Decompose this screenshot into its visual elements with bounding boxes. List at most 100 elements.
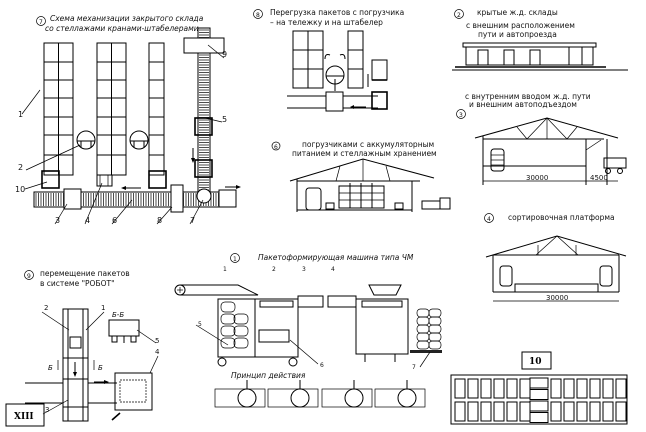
svg-text:2: 2 (457, 12, 461, 19)
label-9: 9 (222, 50, 227, 59)
svg-text:1: 1 (101, 304, 105, 312)
svg-text:1: 1 (233, 256, 237, 263)
svg-text:пути и автопроезда: пути и автопроезда (478, 30, 557, 39)
label-2: 2 (18, 163, 23, 172)
caption-line-2: со стеллажами кранами-штабелерами (45, 24, 199, 33)
svg-text:4: 4 (155, 348, 160, 356)
section-7-scheme: 7 Схема механизации закрытого склада со … (15, 14, 241, 225)
svg-text:6: 6 (274, 144, 278, 151)
principle-step (214, 388, 266, 408)
caption-line-1: Схема механизации закрытого склада (50, 14, 204, 23)
grid-cell (589, 378, 601, 399)
section-marker-7 (36, 16, 46, 26)
svg-text:10: 10 (529, 357, 542, 367)
bag (233, 337, 249, 349)
pallet (148, 170, 167, 189)
pallet-on-conveyor (194, 117, 213, 136)
bag (416, 308, 430, 318)
svg-text:30000: 30000 (526, 174, 548, 182)
grid-cell (519, 401, 531, 422)
label-10: 10 (15, 185, 25, 194)
bag (428, 324, 442, 334)
label-3: 3 (55, 216, 60, 225)
principle-step (374, 388, 426, 408)
svg-text:4500: 4500 (590, 174, 608, 182)
grid-cell (480, 401, 492, 422)
cart (325, 91, 344, 112)
rack-3 (148, 42, 165, 176)
transfer-cart-4 (96, 174, 113, 187)
grid-cell (506, 401, 518, 422)
svg-text:3: 3 (45, 406, 49, 414)
svg-text:питанием и стеллажным хранение: питанием и стеллажным хранением (292, 149, 437, 158)
svg-text:2: 2 (44, 304, 48, 312)
section-2-covered-rail: 2 крытые ж.д. склады с внешним расположе… (452, 8, 628, 71)
label-1: 1 (18, 110, 23, 119)
label-7: 7 (190, 216, 195, 225)
marker-text: 7 (39, 19, 43, 26)
grid-aisle-cell (529, 412, 549, 423)
grid-cell (493, 378, 505, 399)
svg-text:XIII: XIII (14, 412, 34, 422)
label-6: 6 (112, 216, 117, 225)
grid-cell (454, 378, 466, 399)
svg-text:погрузчиками с аккумуляторным: погрузчиками с аккумуляторным (302, 140, 434, 149)
grid-cell (467, 401, 479, 422)
station-4 (114, 372, 153, 411)
label-4: 4 (85, 216, 90, 225)
grid-cell (615, 378, 627, 399)
bag (416, 332, 430, 342)
section-8-transfer: 8 Перегрузка пакетов с погрузчика – на т… (253, 8, 404, 112)
bag (233, 325, 249, 337)
label-5: 5 (222, 115, 227, 124)
grid-cell (480, 378, 492, 399)
svg-text:1: 1 (223, 266, 227, 273)
svg-text:3: 3 (302, 266, 306, 273)
svg-text:30000: 30000 (546, 294, 568, 302)
grid-cell (519, 378, 531, 399)
grid-cell (563, 401, 575, 422)
lift-8 (170, 184, 184, 213)
svg-text:Б-Б: Б-Б (112, 311, 124, 319)
bag (220, 313, 236, 325)
bag (428, 316, 442, 326)
grid-cell (576, 401, 588, 422)
svg-text:с внешним расположением: с внешним расположением (466, 21, 575, 30)
section-3-internal-rail: с внутренним вводом ж.д. пути и внешним … (456, 92, 627, 185)
grid-aisle-cell (529, 389, 549, 400)
badge-xiii: XIII (5, 403, 45, 427)
caption-line-2: – на тележку и на штабелер (270, 18, 383, 27)
grid-cell (506, 378, 518, 399)
cart-3 (63, 188, 82, 210)
svg-text:6: 6 (320, 362, 324, 369)
section-10-layout-grid (450, 374, 628, 425)
svg-text:7: 7 (412, 364, 416, 371)
rack-2 (96, 42, 127, 176)
truck (603, 157, 627, 169)
bag (428, 332, 442, 342)
label-8: 8 (157, 216, 162, 225)
svg-text:в системе "РОБОТ": в системе "РОБОТ" (40, 279, 115, 288)
section-6-forklift-storage: 6 погрузчиками с аккумуляторным питанием… (271, 140, 451, 212)
section-1-packaging-machine: 1 Пакетоформирующая машина типа ЧМ 1 2 3… (174, 253, 442, 408)
svg-text:перемещение пакетов: перемещение пакетов (40, 269, 130, 278)
grid-cell (563, 378, 575, 399)
svg-text:4: 4 (331, 266, 335, 273)
svg-text:8: 8 (256, 12, 260, 19)
grid-cell (589, 401, 601, 422)
bag (428, 308, 442, 318)
svg-text:и внешним автоподъездом: и внешним автоподъездом (469, 100, 577, 109)
svg-text:Пакетоформирующая машина типа: Пакетоформирующая машина типа ЧМ (258, 253, 414, 262)
pallet-10 (41, 170, 60, 189)
principle-step (267, 388, 319, 408)
principle-step (321, 388, 373, 408)
caption-line-1: Перегрузка пакетов с погрузчика (270, 8, 404, 17)
principle-step-drum (344, 388, 364, 408)
badge-10: 10 (521, 351, 552, 370)
bag (220, 325, 236, 337)
principle-step-drum (397, 388, 417, 408)
bag (416, 324, 430, 334)
grid-aisle-cell (529, 377, 549, 389)
grid-cell (615, 401, 627, 422)
